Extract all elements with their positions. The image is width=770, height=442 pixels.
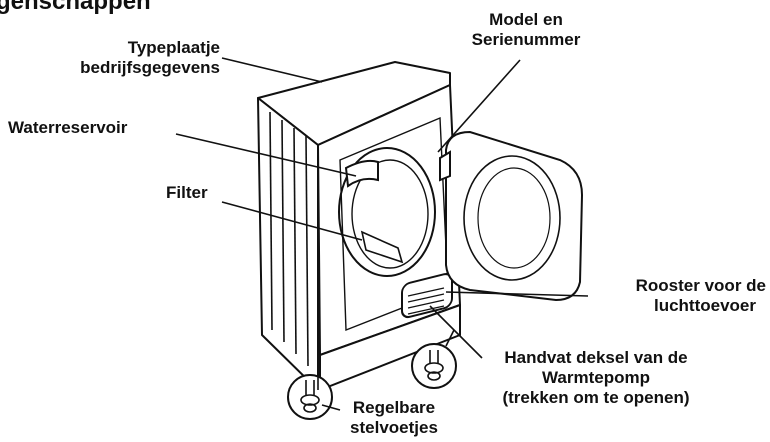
section-heading: genschappen (0, 0, 151, 15)
label-handvat: Handvat deksel van de Warmtepomp (trekke… (502, 348, 690, 407)
water-reservoir (344, 159, 379, 188)
filter-part (360, 230, 404, 264)
label-typeplaatje: Typeplaatje bedrijfsgegevens (80, 38, 220, 77)
leader-rooster (445, 291, 589, 297)
drum-opening (338, 147, 436, 277)
side-rib (269, 111, 273, 331)
foot-inset-left (287, 374, 333, 420)
leader-model (437, 59, 521, 153)
label-filter: Filter (166, 183, 208, 202)
side-rib (281, 119, 285, 343)
label-waterreservoir: Waterreservoir (8, 118, 128, 137)
dryer-side-panel (257, 97, 319, 391)
drum-inner (351, 159, 429, 269)
side-rib (305, 135, 309, 367)
leader-filter (221, 201, 363, 241)
foot-inset-right (411, 343, 457, 389)
label-model-serienummer: Model en Serienummer (471, 10, 581, 49)
leader-handvat (429, 305, 483, 359)
door-glass-inner (477, 167, 551, 269)
leader-stelvoetjes (321, 404, 341, 411)
leader-waterreservoir (175, 133, 357, 177)
label-rooster: Rooster voor de luchttoevoer (635, 276, 766, 315)
label-stelvoetjes: Regelbare stelvoetjes (350, 398, 438, 437)
door-hinge (439, 150, 451, 182)
leader-typeplaatje (221, 57, 323, 83)
side-rib (293, 127, 297, 355)
foot-connector (445, 329, 455, 347)
